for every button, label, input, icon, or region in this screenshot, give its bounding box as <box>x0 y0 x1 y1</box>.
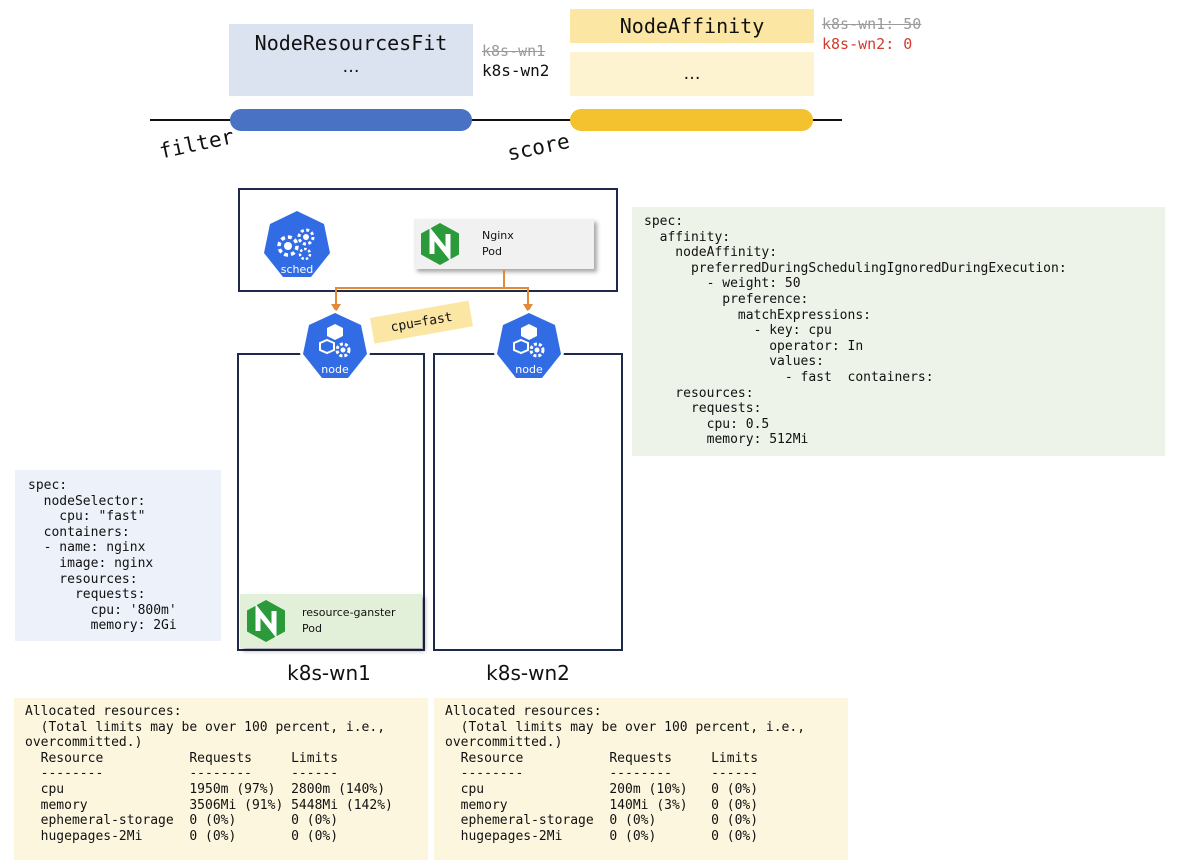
node-label-tag-text: cpu=fast <box>389 309 454 335</box>
pod-spec-right-panel: spec: affinity: nodeAffinity: preferredD… <box>632 207 1165 456</box>
filter-plugin-box: NodeResourcesFit … <box>229 24 473 96</box>
node-k8s-wn1-name: k8s-wn1 <box>287 661 371 685</box>
allocated-k8s-wn2-panel: Allocated resources: (Total limits may b… <box>434 698 848 860</box>
nginx-icon <box>244 598 288 644</box>
score-result-kept: k8s-wn2: 0 <box>822 35 913 53</box>
pod-spec-left-code: spec: nodeSelector: cpu: "fast" containe… <box>28 478 177 634</box>
allocated-k8s-wn1-panel: Allocated resources: (Total limits may b… <box>14 698 428 860</box>
node-k8s-wn1-icon-label: node <box>321 363 349 376</box>
pipeline-line <box>150 119 842 121</box>
score-bar <box>570 109 813 131</box>
nginx-icon <box>418 221 462 267</box>
node-k8s-wn2-box <box>433 353 623 651</box>
node-k8s-wn2-icon-label: node <box>515 363 543 376</box>
pod-spec-left-panel: spec: nodeSelector: cpu: "fast" containe… <box>15 470 221 641</box>
filter-bar <box>230 109 472 131</box>
filter-result-removed: k8s-wn1 <box>482 42 546 60</box>
allocated-k8s-wn1-text: Allocated resources: (Total limits may b… <box>25 704 393 844</box>
score-label: score <box>505 128 572 166</box>
score-plugin-title-box: NodeAffinity <box>570 9 814 43</box>
scheduler-box <box>238 188 618 292</box>
running-pod-kind: Pod <box>302 622 322 635</box>
schedule-arrows <box>331 270 533 312</box>
score-plugin-title: NodeAffinity <box>619 14 765 38</box>
score-result-removed: k8s-wn1: 50 <box>822 15 922 33</box>
node-k8s-wn2-name: k8s-wn2 <box>486 661 570 685</box>
pending-pod-card: Nginx Pod <box>414 219 594 269</box>
pending-pod-name: Nginx <box>482 229 514 242</box>
sched-icon-label: sched <box>280 263 314 276</box>
filter-label: filter <box>157 124 237 164</box>
filter-plugin-more: … <box>342 57 360 77</box>
score-plugin-more-box: … <box>570 52 814 96</box>
node-k8s-wn2-icon: node <box>491 308 567 384</box>
node-k8s-wn1-icon: node <box>297 308 373 384</box>
score-plugin-more: … <box>683 64 701 84</box>
filter-plugin-title: NodeResourcesFit <box>254 31 448 55</box>
allocated-k8s-wn2-text: Allocated resources: (Total limits may b… <box>445 704 806 844</box>
pod-spec-right-code: spec: affinity: nodeAffinity: preferredD… <box>644 214 1067 448</box>
sched-icon: sched <box>258 206 336 284</box>
filter-result-kept: k8s-wn2 <box>482 61 550 80</box>
running-pod-name: resource-ganster <box>302 606 396 619</box>
running-pod-card: resource-ganster Pod <box>240 594 422 648</box>
pending-pod-kind: Pod <box>482 245 502 258</box>
